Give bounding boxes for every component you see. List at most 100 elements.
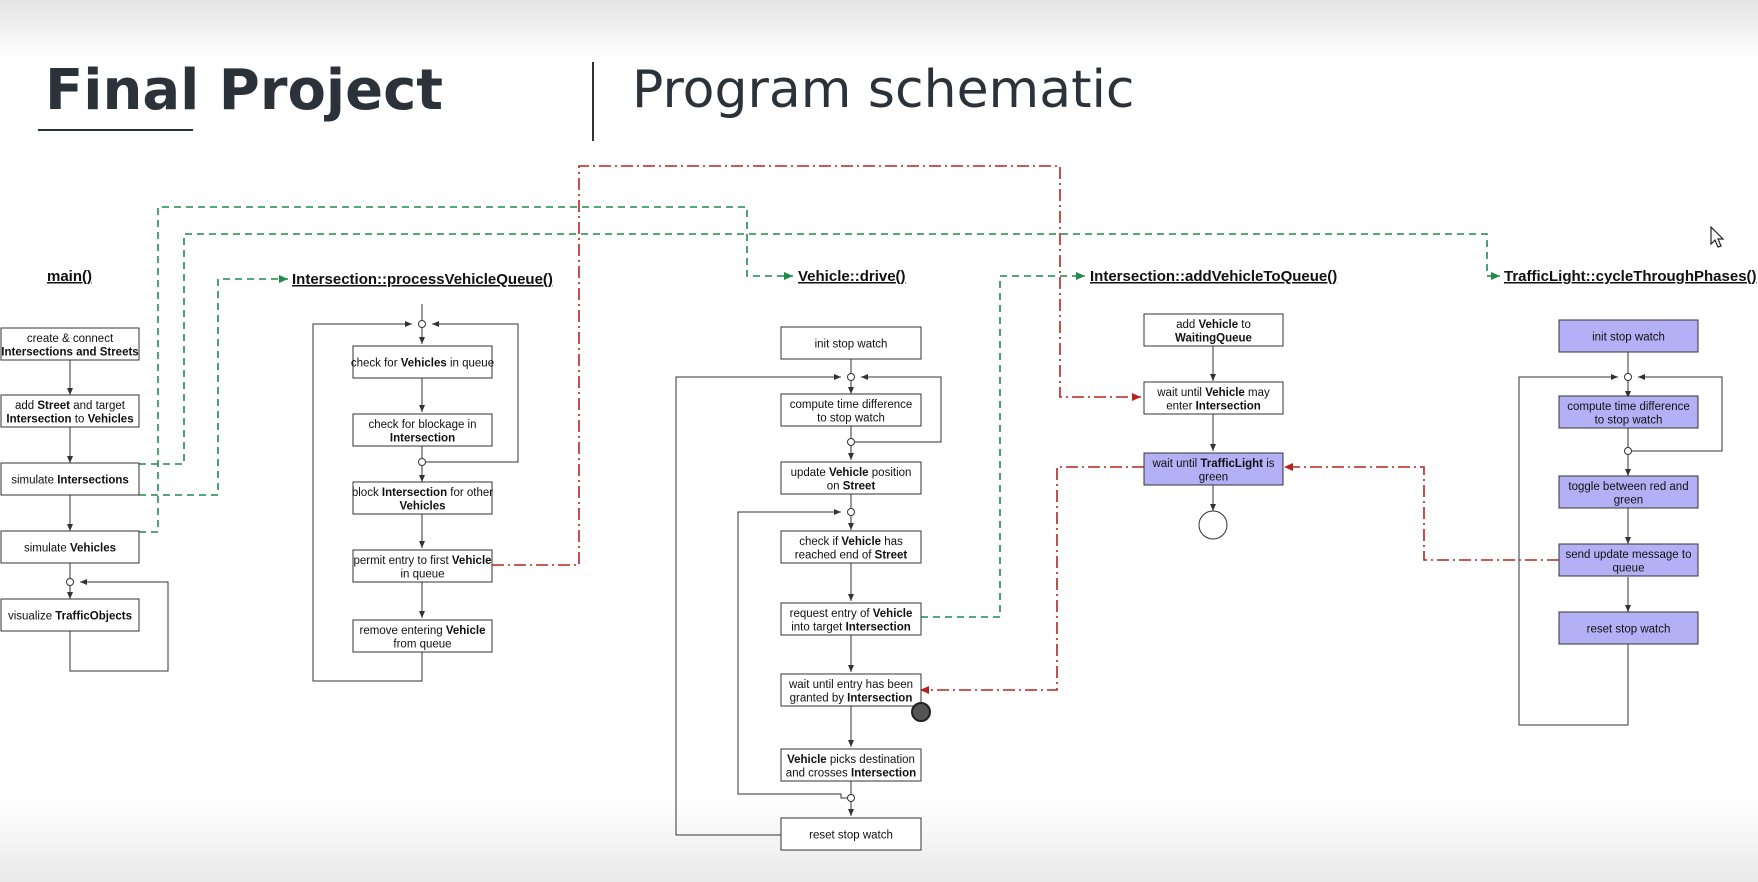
add-to-queue-step-text: wait until Vehicle may <box>1156 387 1270 399</box>
heading-process-queue: Intersection::processVehicleQueue() <box>292 271 553 288</box>
process-queue-merge-node <box>418 320 426 328</box>
drive-merge-node-1 <box>847 373 855 381</box>
slide-subtitle: Program schematic <box>632 60 1135 120</box>
cycle-phases-step-reset: reset stop watch <box>1558 611 1699 645</box>
green-to-process-queue <box>139 275 288 496</box>
drive-merge-node-2 <box>847 508 855 516</box>
heading-add-to-queue: Intersection::addVehicleToQueue() <box>1090 268 1337 285</box>
drive-step-reset: reset stop watch <box>780 817 922 851</box>
main-step-box <box>0 598 140 632</box>
drive-step-box <box>780 393 922 427</box>
process-queue-step-text: permit entry to first Vehicle <box>353 555 491 567</box>
cycle-phases-merge-node <box>1624 373 1632 381</box>
main-step-text: simulate Vehicles <box>24 543 116 555</box>
main-step-text: simulate Intersections <box>11 475 129 487</box>
main-step-sim-vehicles: simulate Vehicles <box>0 530 140 564</box>
drive-step-text: reached end of Street <box>795 549 908 561</box>
main-step-box <box>0 394 140 428</box>
process-queue-step-text: remove entering Vehicle <box>360 625 486 637</box>
main-step-text: Intersection to Vehicles <box>6 413 133 425</box>
main-step-text: add Street and target <box>15 400 126 412</box>
red-message-connections <box>492 165 1559 694</box>
process-queue-step-text: Intersection <box>390 432 455 444</box>
main-merge-node <box>66 578 74 586</box>
process-queue-step-text: in queue <box>400 568 444 580</box>
drive-step-text: request entry of Vehicle <box>790 608 913 620</box>
green-thread-connections <box>139 206 1500 618</box>
cycle-phases-step-box <box>1558 475 1699 509</box>
process-queue-step-box <box>352 481 493 515</box>
drive-step-text: on Street <box>827 480 876 492</box>
drive-step-box <box>780 461 922 495</box>
drive-step-box <box>780 673 922 707</box>
main-step-box <box>0 530 140 564</box>
green-to-drive <box>139 206 793 533</box>
process-queue-branch-node <box>418 458 426 466</box>
main-step-text: Intersections and Streets <box>1 346 138 358</box>
process-queue-step-text: check for Vehicles in queue <box>351 358 494 370</box>
add-to-queue-step-text: green <box>1199 471 1228 483</box>
cycle-phases-step-init: init stop watch <box>1558 319 1699 353</box>
process-queue-step-box <box>352 345 493 379</box>
main-step-text: visualize TrafficObjects <box>8 611 132 623</box>
process-queue-step-box <box>352 413 493 447</box>
red-wait-green-to-wait-granted <box>920 466 1144 694</box>
cycle-phases-step-text: to stop watch <box>1595 414 1663 426</box>
cycle-phases-step-text: reset stop watch <box>1587 624 1671 636</box>
add-to-queue-step-box <box>1143 381 1284 415</box>
process-queue-step-text: from queue <box>393 638 451 650</box>
main-step-text: create & connect <box>27 333 114 345</box>
add-to-queue-end-node <box>1198 510 1228 540</box>
record-indicator <box>911 702 931 722</box>
cycle-phases-step-text: init stop watch <box>1592 332 1665 344</box>
drive-step-text: granted by Intersection <box>790 692 913 704</box>
drive-step-box <box>780 602 922 636</box>
drive-step-init: init stop watch <box>780 326 922 360</box>
heading-main: main() <box>47 268 92 285</box>
green-to-cycle-phases <box>139 233 1500 465</box>
add-to-queue-step-text: WaitingQueue <box>1175 332 1252 344</box>
cycle-phases-step-box <box>1558 395 1699 429</box>
drive-branch-node-2 <box>847 794 855 802</box>
mouse-pointer-icon <box>1710 226 1725 248</box>
title-divider <box>592 62 594 141</box>
main-step-sim-intersections: simulate Intersections <box>0 462 140 496</box>
drive-step-text: init stop watch <box>815 339 888 351</box>
drive-step-box <box>780 530 922 564</box>
main-step-visualize: visualize TrafficObjects <box>0 598 140 632</box>
process-queue-step-text: block Intersection for other <box>352 487 493 499</box>
red-permit-to-wait-enter <box>492 165 1141 566</box>
drive-step-text: to stop watch <box>817 412 885 424</box>
drive-step-text: reset stop watch <box>809 830 893 842</box>
drive-step-box <box>780 326 922 360</box>
red-send-to-wait-green <box>1284 463 1559 561</box>
cycle-phases-step-box <box>1558 611 1699 645</box>
cycle-phases-step-box <box>1558 543 1699 577</box>
cycle-phases-step-text: compute time difference <box>1567 401 1690 413</box>
cycle-phases-step-text: green <box>1614 494 1643 506</box>
add-to-queue-step-box <box>1143 452 1284 486</box>
slide-title: Final Project <box>45 58 444 123</box>
function-headings: main() Intersection::processVehicleQueue… <box>47 268 1757 288</box>
drive-step-text: compute time difference <box>790 399 913 411</box>
add-to-queue-step-text: enter Intersection <box>1166 400 1261 412</box>
heading-cycle-phases: TrafficLight::cycleThroughPhases() <box>1504 268 1757 285</box>
